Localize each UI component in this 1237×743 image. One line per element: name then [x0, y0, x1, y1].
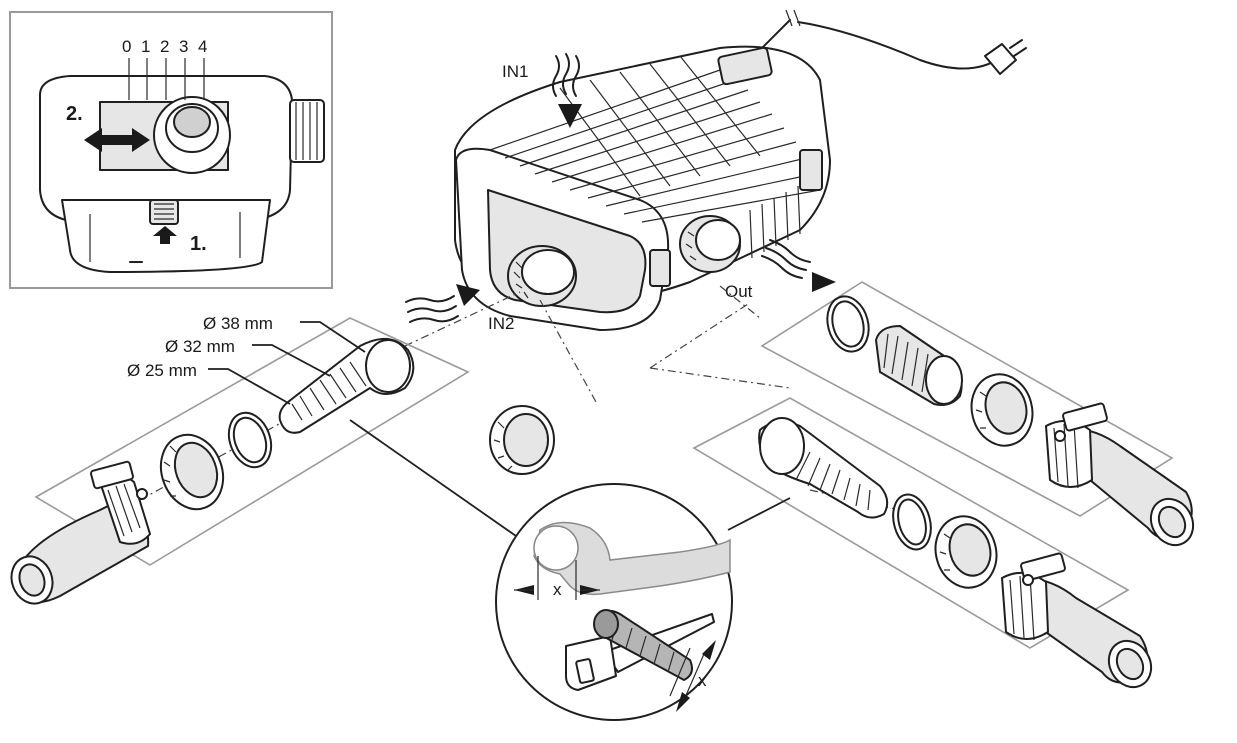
- hose-right-upper: [1059, 427, 1195, 547]
- loose-union-nut: [489, 405, 555, 475]
- pump: IN1 IN2 Out: [405, 9, 1027, 333]
- in2-label: IN2: [488, 314, 514, 333]
- power-plug-pins: [1009, 39, 1027, 57]
- detail-adapter-dim-arrows: [676, 640, 716, 712]
- callout-line-right: [727, 497, 791, 531]
- right-upper-group-frame: [760, 281, 1174, 517]
- hose-clamp-right-lower: [1001, 552, 1066, 641]
- in1-arrow-head: [558, 104, 582, 128]
- out-wavy-arrow: [761, 239, 811, 279]
- d38-leader: [300, 321, 366, 353]
- inset-scale-ticks: [128, 58, 205, 100]
- detail-adapter-dim: [669, 647, 705, 701]
- stepped-hose-adapter-right: [758, 417, 889, 519]
- d32-label: Ø 32 mm: [165, 337, 235, 356]
- detail-adapter-end: [593, 609, 619, 639]
- pump-top-badge: [717, 46, 773, 86]
- pump-front-clip: [649, 249, 671, 287]
- hose-clamp-right-upper: [1045, 402, 1108, 489]
- detail-hose: [533, 521, 731, 596]
- cable-break-marks: [785, 9, 801, 27]
- pump-side-clip: [799, 149, 823, 191]
- d38-label: Ø 38 mm: [203, 314, 273, 333]
- inset-connector-hole: [173, 106, 211, 138]
- out-label: Out: [725, 282, 753, 301]
- inset-scale-3: 3: [179, 37, 188, 56]
- inset-scale-2: 2: [160, 37, 169, 56]
- hose-clamp-left: [90, 460, 151, 545]
- pump-side-vents: [749, 185, 801, 259]
- power-plug: [984, 43, 1017, 75]
- union-nut-right-upper: [970, 373, 1034, 447]
- in1-label: IN1: [502, 62, 528, 81]
- inset-side-outlet-ribs: [295, 102, 318, 160]
- threaded-connector-right-upper: [875, 325, 963, 406]
- right-lower-assembly: [692, 397, 1153, 689]
- detail-hose-x-label: x: [553, 580, 562, 599]
- double-arrow-icon: [84, 128, 150, 152]
- callout-line-left: [349, 419, 517, 537]
- out-arrow-head: [812, 272, 836, 292]
- right-lower-group-frame: [692, 397, 1130, 649]
- o-ring-right-lower: [892, 493, 932, 551]
- in2-port: [507, 245, 577, 307]
- detail-magnifier: x x: [495, 483, 733, 721]
- inset-scale-1: 1: [141, 37, 150, 56]
- detail-hose-dim-lines: [537, 556, 577, 600]
- inset-scale-0: 0: [122, 37, 131, 56]
- d32-leader: [252, 344, 331, 377]
- inset-step-2-label: 2.: [66, 103, 83, 125]
- in2-arrow-head: [456, 284, 480, 306]
- d25-leader: [208, 368, 291, 405]
- up-arrow-icon: [153, 226, 177, 244]
- detail-knife-slot: [575, 658, 595, 684]
- d25-label: Ø 25 mm: [127, 361, 197, 380]
- inset-vent: [89, 212, 241, 262]
- detail-adapter-x-label: x: [698, 671, 707, 690]
- union-nut-right-lower: [934, 515, 998, 589]
- right-upper-assembly: [760, 281, 1195, 547]
- in2-wavy-arrow: [405, 295, 459, 323]
- detail-hose-end: [533, 525, 579, 571]
- left-hose-assembly: Ø 38 mm Ø 32 mm Ø 25 mm: [10, 314, 470, 605]
- inset-side-outlet: [289, 99, 325, 163]
- flow-adjust-inset: 0 1 2 3 4 2. 1.: [9, 11, 333, 289]
- o-ring-left: [227, 411, 273, 469]
- inset-step-1-label: 1.: [190, 233, 207, 255]
- union-nut-left: [159, 433, 225, 511]
- out-port: [679, 215, 741, 273]
- in1-wavy-arrow: [552, 53, 580, 97]
- stepped-hose-adapter-left: [278, 338, 415, 434]
- o-ring-right-upper: [826, 295, 870, 353]
- inset-lock-button: [149, 199, 179, 225]
- pump-rib-lines: [489, 55, 821, 223]
- detail-circle: [495, 483, 733, 721]
- inset-lock-button-ribs: [154, 203, 174, 220]
- inset-scale-4: 4: [198, 37, 207, 56]
